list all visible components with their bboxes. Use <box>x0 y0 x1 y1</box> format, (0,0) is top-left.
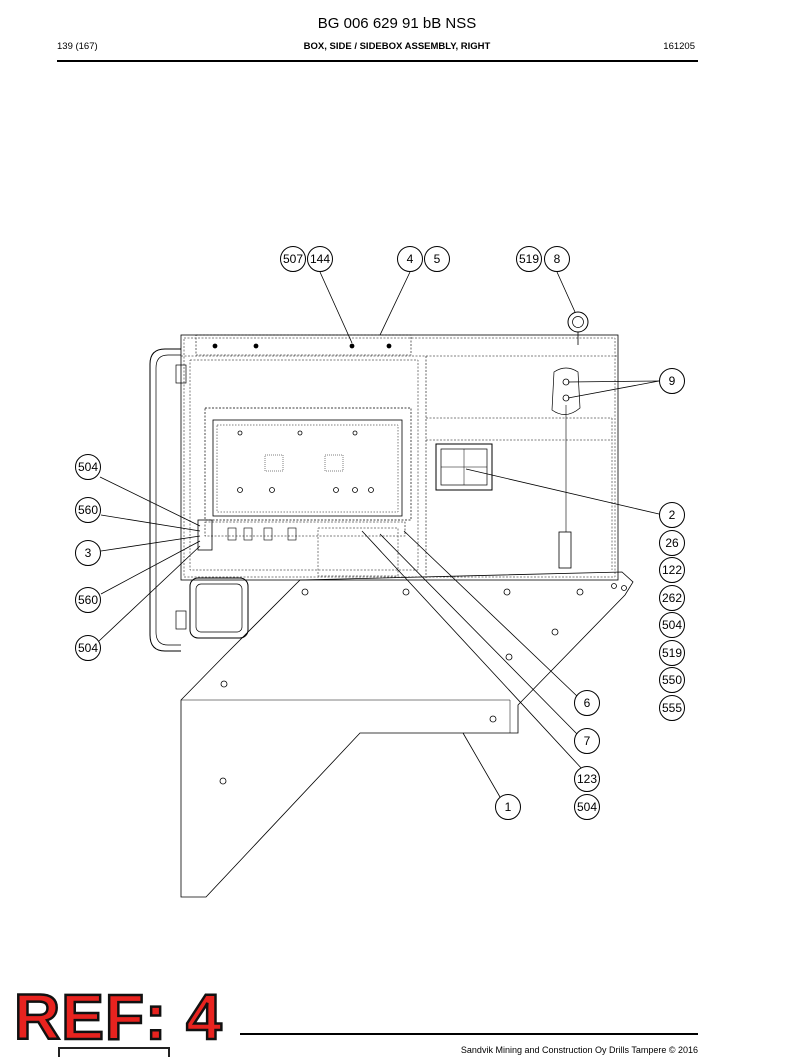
callout-1: 1 <box>495 794 521 820</box>
callout-504-bottom: 504 <box>574 794 600 820</box>
callout-560-left-bottom: 560 <box>75 587 101 613</box>
inspection-window <box>435 443 493 491</box>
footer-rule <box>240 1033 698 1035</box>
callout-262: 262 <box>659 585 685 611</box>
callout-8: 8 <box>544 246 570 272</box>
section-title: BOX, SIDE / SIDEBOX ASSEMBLY, RIGHT <box>303 41 491 52</box>
callout-504-right: 504 <box>659 612 685 638</box>
callout-2: 2 <box>659 502 685 528</box>
callout-6: 6 <box>574 690 600 716</box>
callout-519-top: 519 <box>516 246 542 272</box>
callout-144: 144 <box>307 246 333 272</box>
callout-7: 7 <box>574 728 600 754</box>
leader-lines <box>98 271 660 798</box>
vent-opening <box>189 577 249 639</box>
callout-4: 4 <box>397 246 423 272</box>
lower-plate <box>180 571 634 898</box>
header-rule <box>57 60 698 62</box>
page-number: 139 (167) <box>57 41 98 52</box>
callout-123: 123 <box>574 766 600 792</box>
callout-5: 5 <box>424 246 450 272</box>
copyright-text: Sandvik Mining and Construction Oy Drill… <box>460 1045 698 1055</box>
lifting-eye <box>567 311 589 333</box>
side-box-outline <box>180 334 619 581</box>
brand-logo-fragment <box>58 1047 170 1057</box>
document-title: BG 006 629 91 bB NSS <box>317 15 477 32</box>
callout-122: 122 <box>659 557 685 583</box>
callout-507: 507 <box>280 246 306 272</box>
callout-560-left-top: 560 <box>75 497 101 523</box>
handle <box>149 348 181 652</box>
callout-504-left-bottom: 504 <box>75 635 101 661</box>
document-date: 161205 <box>663 41 695 52</box>
ref-stamp: REF: 4 <box>13 981 223 1053</box>
callout-550: 550 <box>659 667 685 693</box>
callout-519-right: 519 <box>659 640 685 666</box>
callout-3: 3 <box>75 540 101 566</box>
callout-9: 9 <box>659 368 685 394</box>
callout-504-left-top: 504 <box>75 454 101 480</box>
callout-26: 26 <box>659 530 685 556</box>
callout-555: 555 <box>659 695 685 721</box>
